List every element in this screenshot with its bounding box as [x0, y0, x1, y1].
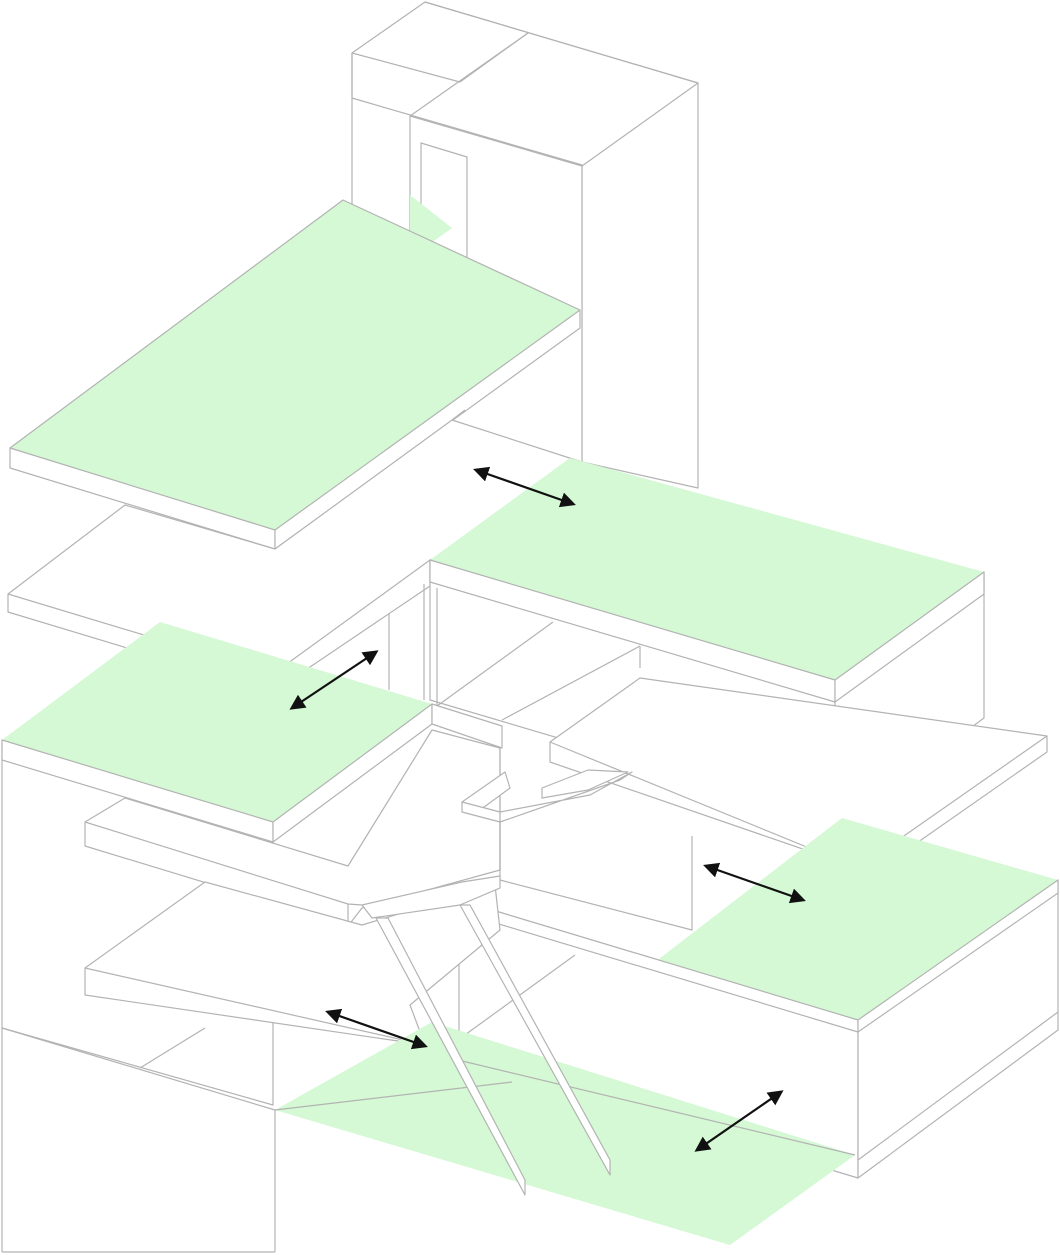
top-terrace-plane — [10, 200, 580, 530]
arrow-upper-terrace-exchange — [473, 466, 576, 508]
arrow-middle-left-exchange — [289, 650, 379, 710]
ground-plane — [275, 1022, 855, 1245]
top-terrace — [9, 195, 581, 550]
arrows — [289, 466, 806, 1152]
right-lower-block — [457, 818, 1059, 1179]
arrow-lower-right-exchange — [694, 1090, 784, 1152]
right-lower-plane — [655, 818, 1058, 1020]
upper-stair — [461, 769, 633, 823]
lower-stair — [361, 875, 611, 1196]
right-upper-plane — [430, 458, 984, 680]
arrow-lower-left-exchange — [325, 1008, 428, 1050]
arrow-middle-right-exchange — [703, 862, 806, 904]
ground-level — [1, 1022, 856, 1253]
